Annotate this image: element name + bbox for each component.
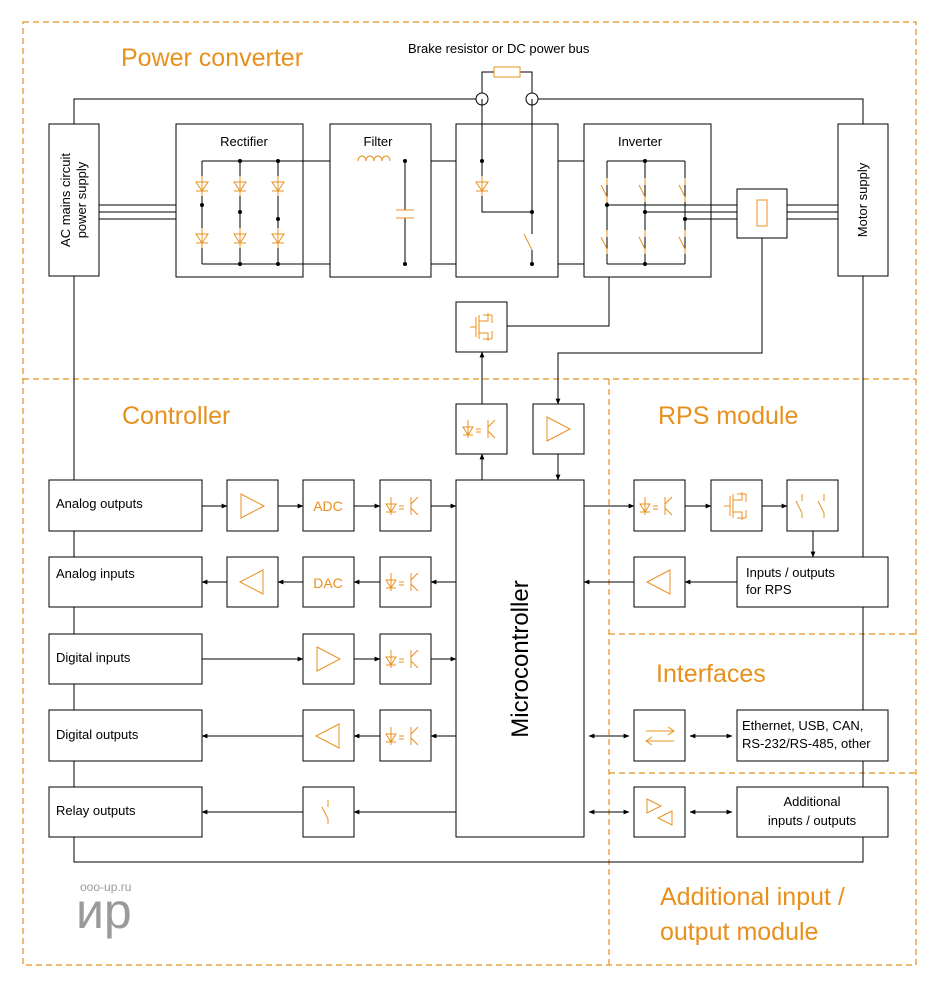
top-power-wire xyxy=(73,98,864,124)
current-sensor-icon xyxy=(756,199,768,227)
rps-igbt-box xyxy=(710,479,763,532)
brake-label: Brake resistor or DC power bus xyxy=(408,41,590,56)
rps-switch-box xyxy=(786,479,839,532)
section-power-converter: Power converter xyxy=(121,44,303,72)
analog-in-opto-box xyxy=(379,556,432,608)
relay-outputs-label: Relay outputs xyxy=(56,803,136,818)
section-interfaces: Interfaces xyxy=(656,660,766,688)
brake-wire xyxy=(481,71,533,99)
watermark-site: ooo-up.ru xyxy=(80,880,131,894)
sensor-feedback-wire xyxy=(555,238,763,405)
inverter-box xyxy=(583,123,712,278)
interfaces-list-box xyxy=(736,709,889,762)
additional-io-line1: Additional xyxy=(783,794,840,809)
outer-border xyxy=(22,21,917,966)
digital-outputs-label: Digital outputs xyxy=(56,727,139,742)
capacitor-icon xyxy=(396,209,414,219)
rectifier-label: Rectifier xyxy=(220,134,268,149)
filter-label: Filter xyxy=(364,134,394,149)
watermark-logo: ир xyxy=(76,883,132,939)
analog-in-amp-box xyxy=(226,556,279,608)
section-additional-io-line1: Additional input / xyxy=(660,883,845,911)
digital-inputs-label: Digital inputs xyxy=(56,650,131,665)
analog-outputs-box xyxy=(48,479,203,532)
dac-label: DAC xyxy=(313,575,343,591)
rps-io-line1: Inputs / outputs xyxy=(746,565,835,580)
rps-opto-box xyxy=(633,479,686,532)
analog-inputs-label: Analog inputs xyxy=(56,566,135,581)
section-rps-module: RPS module xyxy=(658,402,798,430)
digital-outputs-box xyxy=(48,709,203,762)
filter-box xyxy=(329,123,432,278)
additional-io-box xyxy=(736,786,889,838)
analog-out-amp-box xyxy=(226,479,279,532)
gate-opto-box xyxy=(455,403,508,455)
section-controller: Controller xyxy=(122,402,230,430)
ac-supply-line2: power supply xyxy=(74,161,89,238)
digital-out-amp-box xyxy=(302,709,355,762)
relay-outputs-box xyxy=(48,786,203,838)
section-additional-io-line2: output module xyxy=(660,918,818,946)
driver-to-inverter-wire xyxy=(507,277,610,327)
bidirectional-icon xyxy=(645,726,675,746)
microcontroller-box xyxy=(455,479,585,838)
digital-inputs-box xyxy=(48,633,203,685)
motor-supply-box xyxy=(837,123,889,277)
motor-supply-label: Motor supply xyxy=(855,162,870,237)
chopper-switch-icon xyxy=(523,233,533,251)
inductor-icon xyxy=(357,155,391,162)
brake-resistor-icon xyxy=(493,66,521,78)
additional-io-line2: inputs / outputs xyxy=(768,813,857,828)
buffer-icon xyxy=(646,798,673,826)
digital-out-opto-box xyxy=(379,709,432,762)
microcontroller-label: Microcontroller xyxy=(507,580,534,737)
rps-io-line2: for RPS xyxy=(746,582,792,597)
inverter-label: Inverter xyxy=(618,134,663,149)
analog-outputs-label: Analog outputs xyxy=(56,496,143,511)
analog-inputs-box xyxy=(48,556,203,608)
adc-label: ADC xyxy=(313,498,343,514)
interfaces-line1: Ethernet, USB, CAN, xyxy=(742,718,863,733)
digital-in-amp-box xyxy=(302,633,355,685)
inverter-output-lines xyxy=(607,204,737,220)
analog-out-opto-box xyxy=(379,479,432,532)
interface-transceiver-box xyxy=(633,709,686,762)
additional-buffer-box xyxy=(633,786,686,838)
ac-supply-line1: AC mains circuit xyxy=(58,153,73,247)
relay-box xyxy=(302,786,355,838)
brake-chopper-box xyxy=(455,123,559,278)
interfaces-line2: RS-232/RS-485, other xyxy=(742,736,871,751)
gate-driver-box xyxy=(455,301,508,353)
current-sensor-box xyxy=(736,188,788,239)
digital-in-opto-box xyxy=(379,633,432,685)
feedback-amp-box xyxy=(532,403,585,455)
ac-supply-box xyxy=(48,123,100,277)
rps-amp-box xyxy=(633,556,686,608)
